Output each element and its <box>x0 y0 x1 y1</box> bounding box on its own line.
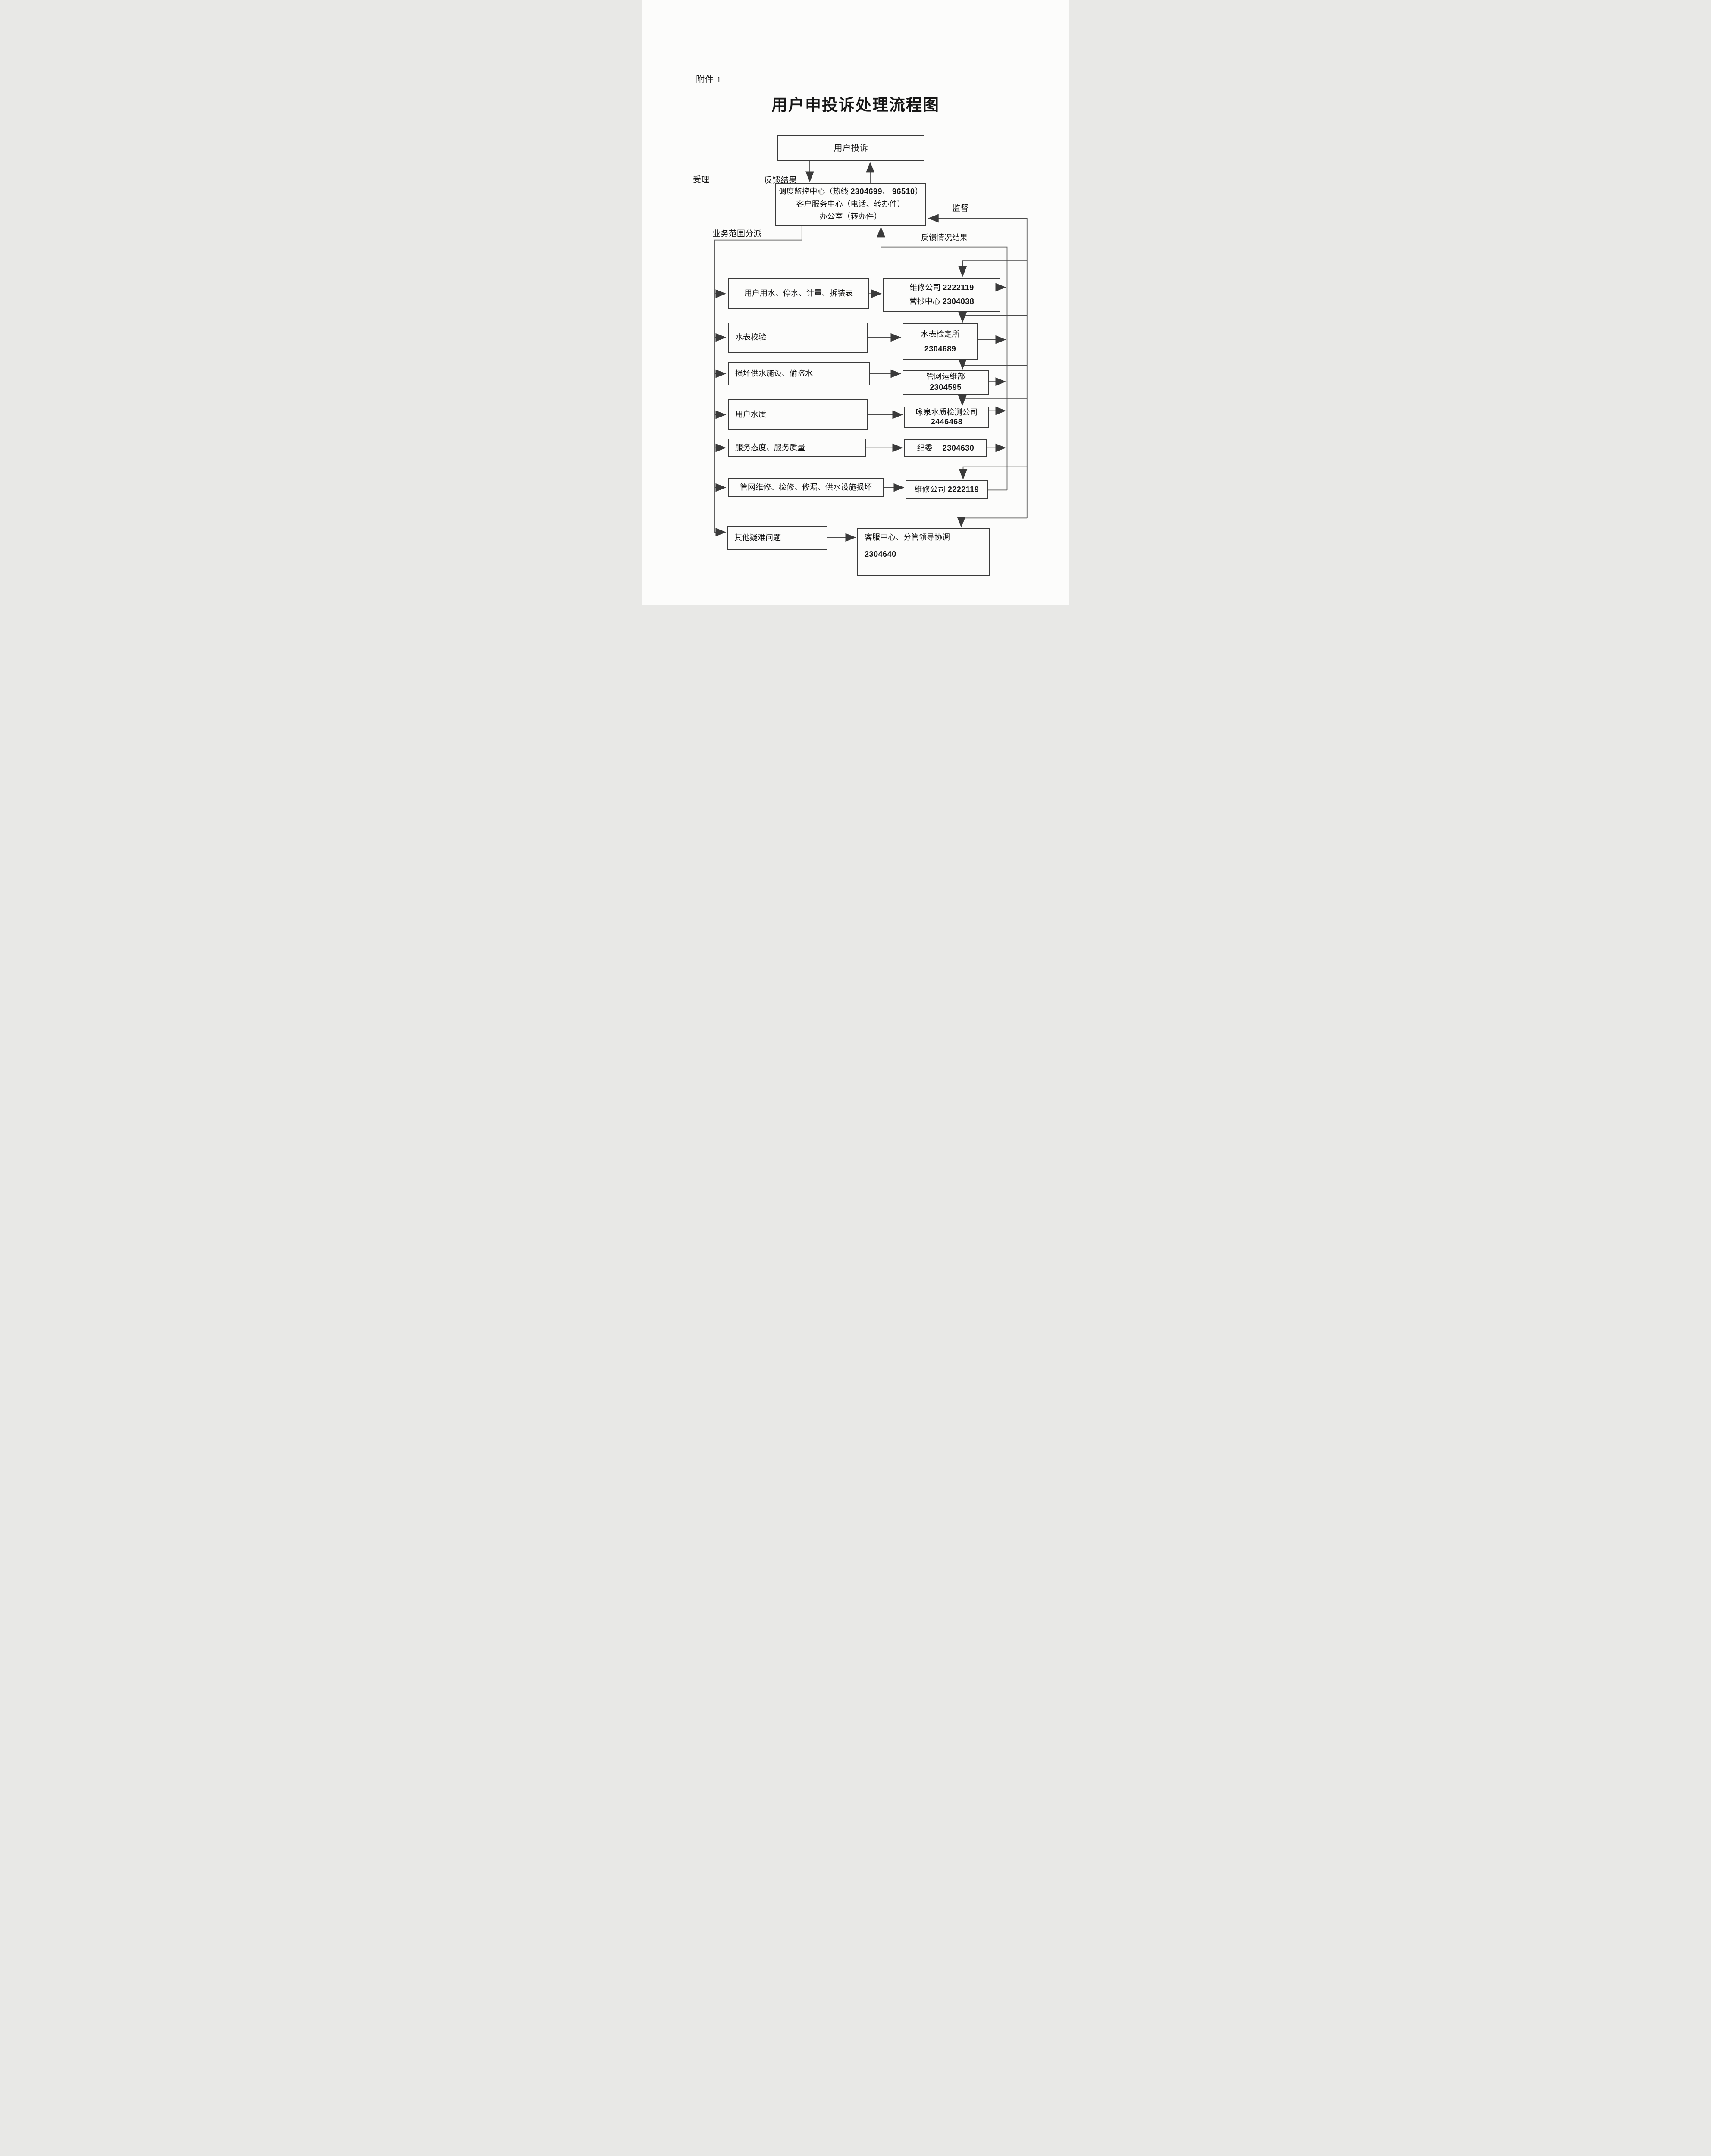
label-accept: 受理 <box>693 175 710 185</box>
row-2-left-box: 水表校验 <box>728 323 868 353</box>
row-3-right-box: 管网运维部 2304595 <box>903 370 989 395</box>
row-7-right-box: 客服中心、分管领导协调 2304640 <box>857 528 990 576</box>
row-4-right-box-line-2: 2446468 <box>931 417 963 426</box>
row-4-right-box-line-1: 咏泉水质检测公司 <box>915 407 978 417</box>
feedback-line <box>877 226 1008 490</box>
label-feedback-status: 反馈情况结果 <box>921 233 968 242</box>
row-5-left-box: 服务态度、服务质量 <box>728 439 866 457</box>
label-feedback-result: 反馈结果 <box>764 176 797 185</box>
row-5-right-box-line-1: 纪委 2304630 <box>917 443 975 452</box>
row-1-left-box: 用户用水、停水、计量、拆装表 <box>728 278 869 309</box>
row-3-left-box-line-1: 损坏供水施设、偷盗水 <box>735 369 813 378</box>
page-title: 用户申投诉处理流程图 <box>771 97 940 114</box>
result-output-arrows <box>978 283 1007 491</box>
row-1-left-box-line-1: 用户用水、停水、计量、拆装表 <box>744 289 853 298</box>
row-2-right-box-line-1: 水表检定所 <box>921 329 960 338</box>
attachment-label: 附件 1 <box>696 75 721 85</box>
row-7-left-box-line-1: 其他疑难问题 <box>734 533 781 542</box>
dispatch-line <box>714 226 802 537</box>
row-2-left-box-line-1: 水表校验 <box>735 333 766 342</box>
node-user-complaint-text: 用户投诉 <box>834 143 868 153</box>
row-6-left-box-line-1: 管网维修、检修、修漏、供水设施损坏 <box>740 483 872 492</box>
row-link-arrows <box>827 289 905 542</box>
row-4-left-box-line-1: 用户水质 <box>735 410 766 419</box>
node-dispatch-center-line-3: 办公室（转办件） <box>819 212 882 221</box>
supervision-line <box>928 214 1028 518</box>
row-7-right-box-line-2: 2304640 <box>865 549 896 558</box>
dispatch-branch-arrows <box>715 289 727 492</box>
label-dispatch-scope: 业务范围分派 <box>712 229 762 238</box>
row-3-right-box-line-1: 管网运维部 <box>926 372 965 381</box>
label-supervision: 监督 <box>952 204 969 213</box>
row-3-left-box: 损坏供水施设、偷盗水 <box>728 362 870 385</box>
flow-connectors <box>714 161 1028 542</box>
row-5-right-box: 纪委 2304630 <box>904 439 987 457</box>
row-4-left-box: 用户水质 <box>728 399 868 430</box>
distribution-jogs <box>957 260 1027 528</box>
document-page: 附件 1 用户申投诉处理流程图 受理 反馈结果 监督 业务范围分派 反馈情况结果… <box>642 0 1069 605</box>
row-5-left-box-line-1: 服务态度、服务质量 <box>735 443 805 452</box>
row-6-left-box: 管网维修、检修、修漏、供水设施损坏 <box>728 478 884 497</box>
row-2-right-box: 水表检定所 2304689 <box>903 323 978 360</box>
row-7-left-box: 其他疑难问题 <box>727 526 827 550</box>
row-2-right-box-line-2: 2304689 <box>924 344 956 353</box>
node-user-complaint: 用户投诉 <box>777 135 924 161</box>
node-dispatch-center-line-2: 客户服务中心（电话、转办件） <box>796 200 905 209</box>
row-3-right-box-line-2: 2304595 <box>930 383 962 392</box>
row-7-right-box-line-1: 客服中心、分管领导协调 <box>865 533 950 542</box>
